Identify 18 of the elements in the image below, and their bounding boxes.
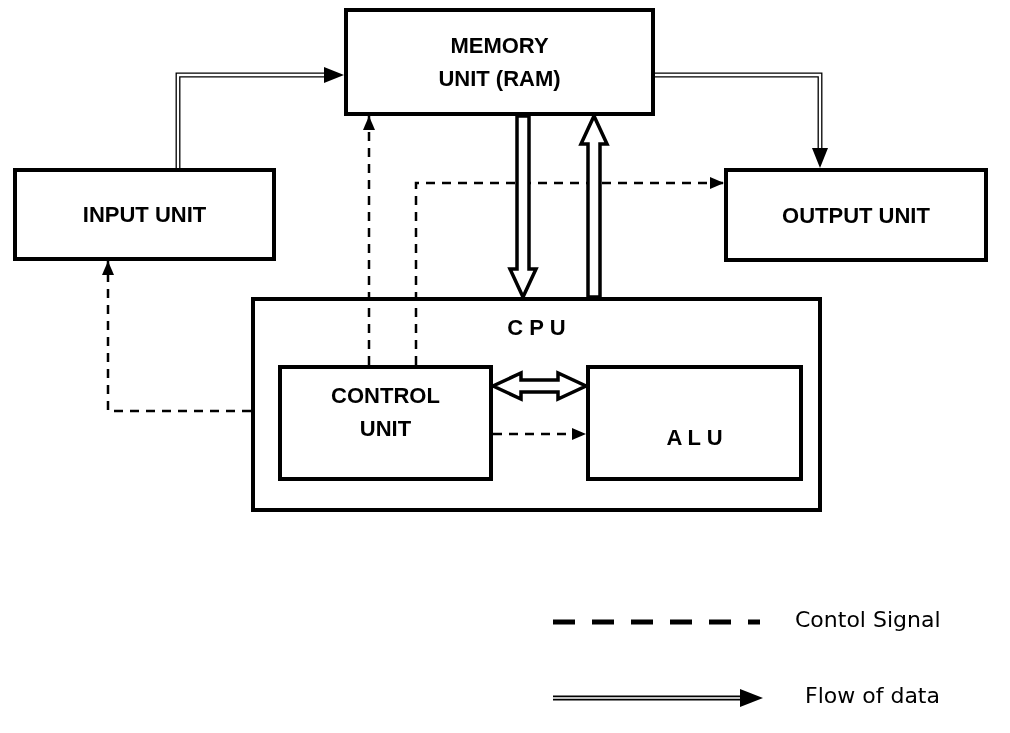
control-unit-box: [278, 365, 493, 481]
alu-box: [586, 365, 803, 481]
legend-label: Contol Signal: [795, 607, 941, 632]
dashed-arrow: [363, 116, 375, 365]
input-unit-box: [13, 168, 276, 261]
node-label: CONTROL UNIT: [330, 382, 441, 443]
output-unit-box: [724, 168, 988, 262]
node-label: MEMORY UNIT (RAM): [437, 32, 562, 93]
heading-label: C P U: [507, 314, 566, 342]
dashed-arrow: [102, 261, 251, 413]
node-label: INPUT UNIT: [82, 201, 207, 229]
cpu-box: [251, 297, 822, 512]
node-label: OUTPUT UNIT: [782, 201, 930, 230]
memory-unit-box: [344, 8, 655, 116]
node-label: A L U: [666, 424, 723, 452]
dashed-arrow: [414, 177, 724, 365]
legend-label: Flow of data: [805, 683, 940, 708]
dashed-arrow: [493, 428, 586, 440]
